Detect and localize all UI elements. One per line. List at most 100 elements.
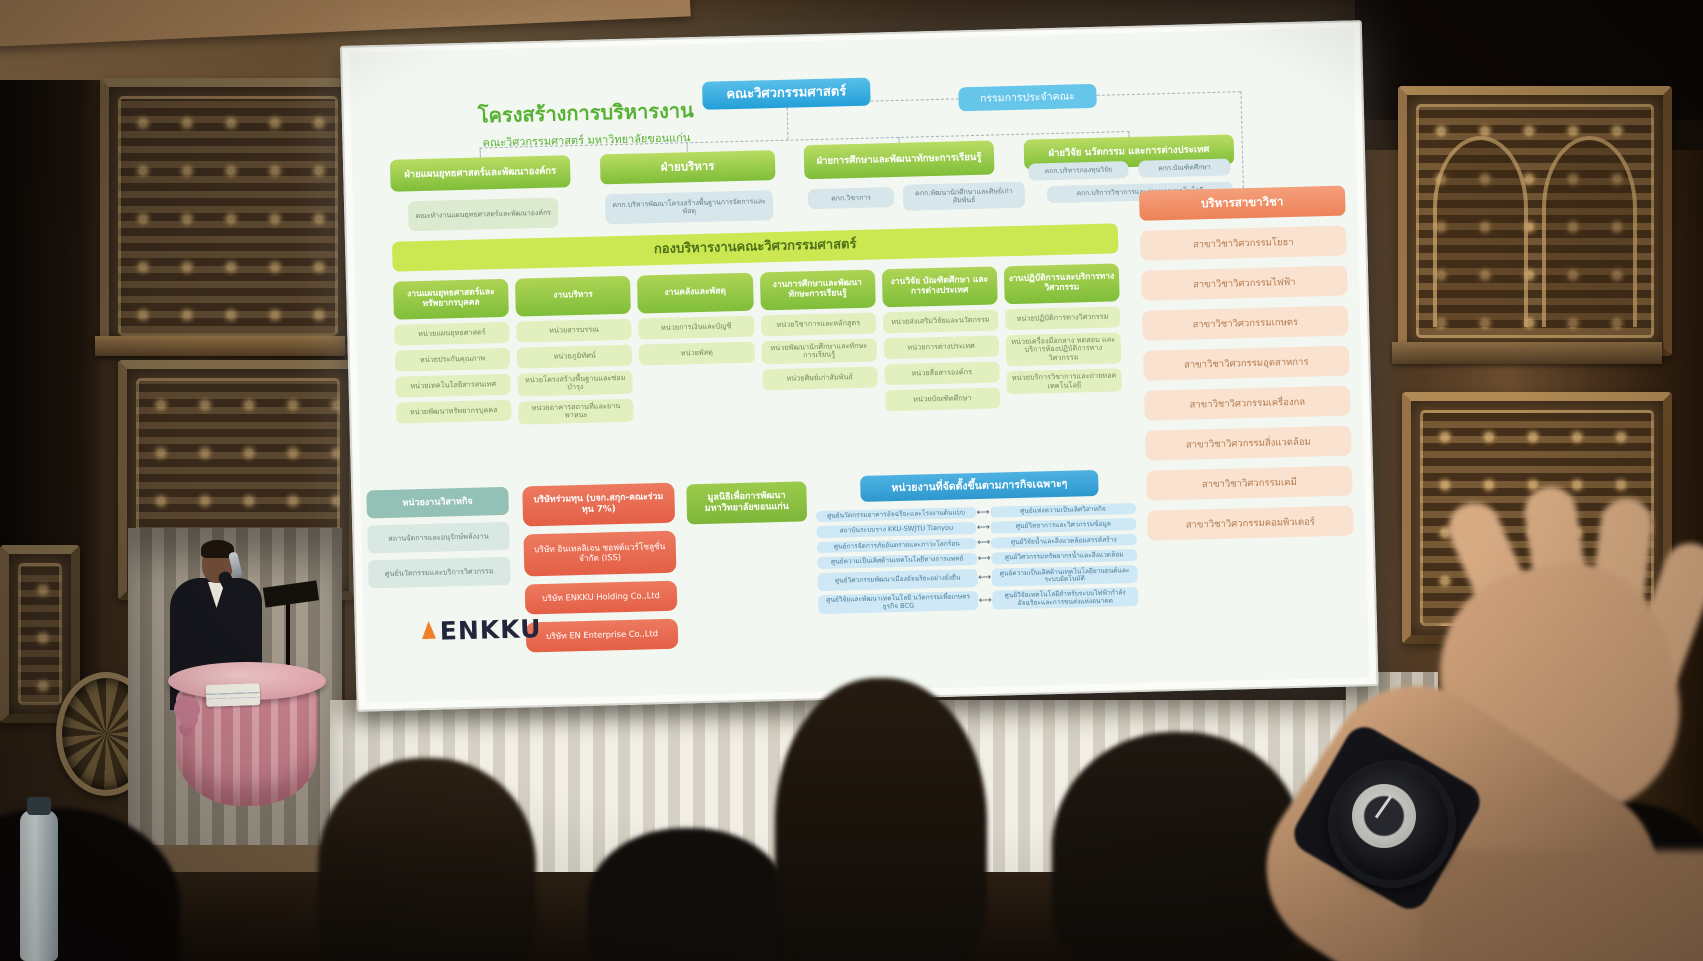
wall-molding: [95, 336, 345, 356]
admin-column-header: งานวิจัย บัณฑิตศึกษา และการต่างประเทศ: [881, 266, 998, 308]
unit-box: หน่วยประกันคุณภาพ: [394, 347, 511, 372]
department-box: สาขาวิชาวิศวกรรมอุตสาหการ: [1142, 345, 1350, 381]
slide-title-line1: โครงสร้างการบริหารงาน: [477, 98, 694, 128]
committee-box: คกก.บริหารพัฒนาโครงสร้างพื้นฐานการจัดการ…: [604, 190, 774, 225]
unit-box: หน่วยศิษย์เก่าสัมพันธ์: [761, 366, 878, 391]
unit-box: หน่วยเครื่องมือกลาง ทดสอบ และบริการห้องป…: [1005, 332, 1122, 367]
unit-box: หน่วยโครงสร้างพื้นฐานและซ่อมบำรุง: [517, 370, 634, 397]
slide-title: โครงสร้างการบริหารงาน คณะวิศวกรรมศาสตร์ …: [445, 93, 726, 152]
division-box: ฝ่ายการศึกษาและพัฒนาทักษะการเรียนรู้: [803, 140, 995, 180]
water-bottle: [20, 810, 58, 961]
audience-head: [1052, 732, 1304, 961]
unit-box: หน่วยอาคารสถานที่และยานพาหนะ: [518, 398, 634, 425]
unit-box: หน่วยแผนยุทธศาสตร์: [394, 321, 510, 346]
foundation-box: มูลนิธิเพื่อการพัฒนา มหาวิทยาลัยขอนแก่น: [686, 481, 808, 525]
special-unit-box: ศูนย์วิจัยเทคโนโลยีสำหรับระบบไฟฟ้ากำลังอ…: [991, 587, 1139, 610]
enterprise-unit: สถานจัดการและอนุรักษ์พลังงาน: [367, 521, 510, 554]
company-box: บริษัท อินเทลลิเจน ซอฟต์แวร์โซลูชั่น จำก…: [523, 530, 677, 577]
special-unit-box: ศูนย์นวัตกรรมอาคารอัจฉริยะและโรงงานต้นแบ…: [815, 507, 977, 523]
admin-column-header: งานแผนยุทธศาสตร์และทรัพยากรบุคคล: [392, 278, 510, 320]
enkku-logo-mark-icon: [422, 621, 436, 639]
committee-box: คณะทำงานแผนยุทธศาสตร์และพัฒนาองค์กร: [407, 197, 559, 232]
double-arrow-icon: ⟷: [977, 553, 991, 564]
faculty-box: คณะวิศวกรรมศาสตร์: [702, 77, 871, 110]
audience-head: [318, 758, 536, 961]
unit-box: หน่วยภูมิทัศน์: [516, 344, 633, 369]
double-arrow-icon: ⟷: [976, 507, 990, 518]
special-units-header: หน่วยงานที่จัดตั้งขึ้นตามภารกิจเฉพาะๆ: [860, 469, 1099, 502]
unit-box: หน่วยพัสดุ: [638, 341, 755, 366]
projection-screen: โครงสร้างการบริหารงาน คณะวิศวกรรมศาสตร์ …: [340, 20, 1379, 712]
special-unit-box: ศูนย์วิทยาการและวิศวกรรมข้อมูล: [990, 518, 1137, 534]
audience-head: [588, 828, 788, 961]
special-unit-box: สถาบันระบบราง KKU-SWJTU Tianyou: [816, 522, 977, 538]
department-box: สาขาวิชาวิศวกรรมเครื่องกล: [1143, 385, 1351, 421]
admin-column: งานปฏิบัติการและบริการทางวิศวกรรม หน่วยป…: [1003, 263, 1123, 411]
unit-box: หน่วยบัณฑิตศึกษา: [884, 387, 1001, 412]
double-arrow-icon: ⟷: [978, 595, 992, 606]
committee-box: คกก.บริหารกองทุนวิจัย: [1028, 161, 1129, 181]
committee-box: คกก.บัณฑิตศึกษา: [1138, 158, 1231, 178]
unit-box: หน่วยพัฒนาทรัพยากรบุคคล: [396, 399, 512, 424]
unit-box: หน่วยการต่างประเทศ: [883, 335, 999, 360]
admin-column: งานคลังและพัสดุ หน่วยการเงินและบัญชี หน่…: [637, 272, 756, 421]
unit-box: หน่วยสื่อสารองค์กร: [883, 361, 1000, 386]
company-box: บริษัท ENKKU Holding Co.,Ltd: [524, 580, 678, 615]
enterprise-header: หน่วยงานวิสาหกิจ: [366, 486, 509, 519]
unit-box: หน่วยวิชาการและหลักสูตร: [760, 312, 877, 337]
admin-column-header: งานการศึกษาและพัฒนาทักษะการเรียนรู้: [759, 269, 876, 311]
enterprise-group: หน่วยงานวิสาหกิจ สถานจัดการและอนุรักษ์พล…: [366, 486, 511, 589]
faculty-committee-box: กรรมการประจำคณะ: [958, 83, 1097, 112]
departments-header: บริหารสาขาวิชา: [1138, 185, 1346, 221]
enterprise-unit: ศูนย์นวัตกรรมและบริการวิศวกรรม: [368, 556, 511, 589]
special-unit-box: ศูนย์ความเป็นเลิศด้านเทคโนโลยีทางการแพทย…: [817, 553, 978, 569]
admin-column-header: งานคลังและพัสดุ: [637, 272, 754, 314]
unit-box: หน่วยบริการวิชาการและถ่ายทอดเทคโนโลยี: [1006, 368, 1123, 395]
unit-box: หน่วยการเงินและบัญชี: [638, 315, 755, 340]
unit-box: หน่วยสารบรรณ: [516, 318, 632, 343]
raised-arm-corner: [1420, 850, 1703, 961]
table-sign-card: [205, 683, 261, 707]
unit-box: หน่วยปฏิบัติการทางวิศวกรรม: [1004, 306, 1121, 331]
special-unit-box: ศูนย์วิจัยและพัฒนาเทคโนโลยี นวัตกรรมเพื่…: [818, 591, 979, 615]
company-box: บริษัท EN Enterprise Co.,Ltd: [525, 618, 679, 653]
department-box: สาขาวิชาวิศวกรรมสิ่งแวดล้อม: [1144, 425, 1352, 461]
admin-column-header: งานบริหาร: [515, 275, 632, 317]
table-bow: [174, 696, 200, 722]
carved-wall-panel: [1398, 86, 1672, 356]
special-unit-box: ศูนย์วิจัยน้ำและสิ่งแวดล้อมสรรค์สร้าง: [990, 533, 1137, 549]
enkku-logo-text: ENKKU: [439, 614, 542, 646]
enkku-logo: ENKKU: [439, 614, 542, 646]
admin-division-bar: กองบริหารงานคณะวิศวกรรมศาสตร์: [391, 223, 1119, 272]
connector-line: [1240, 91, 1244, 189]
admin-column: งานบริหาร หน่วยสารบรรณ หน่วยภูมิทัศน์ หน…: [515, 275, 634, 425]
committee-box: คกก.พัฒนานักศึกษาและศิษย์เก่าสัมพันธ์: [902, 181, 1026, 211]
special-unit-box: ศูนย์ความเป็นเลิศด้านเทคโนโลยียานยนต์และ…: [991, 564, 1138, 587]
double-arrow-icon: ⟷: [977, 538, 991, 549]
admin-column: งานการศึกษาและพัฒนาทักษะการเรียนรู้ หน่ว…: [759, 269, 878, 418]
admin-column-header: งานปฏิบัติการและบริการทางวิศวกรรม: [1003, 263, 1120, 305]
departments-column: บริหารสาขาวิชา สาขาวิชาวิศวกรรมโยธา สาขา…: [1138, 185, 1354, 541]
admin-column: งานวิจัย บัณฑิตศึกษา และการต่างประเทศ หน…: [881, 266, 1001, 414]
special-unit-box: ศูนย์วิศวกรรมทรัพยากรน้ำและสิ่งแวดล้อม: [991, 549, 1138, 565]
division-box: ฝ่ายบริหาร: [599, 150, 776, 185]
double-arrow-icon: ⟷: [978, 572, 992, 583]
carved-wall-panel: [100, 78, 356, 354]
admin-column: งานแผนยุทธศาสตร์และทรัพยากรบุคคล หน่วยแผ…: [392, 278, 512, 427]
special-units-grid: ศูนย์นวัตกรรมอาคารอัจฉริยะและโรงงานต้นแบ…: [815, 503, 1139, 615]
unit-box: หน่วยพัฒนานักศึกษาและทักษะการเรียนรู้: [761, 338, 877, 365]
unit-box: หน่วยส่งเสริมวิจัยและนวัตกรรม: [882, 309, 999, 334]
special-unit-box: ศูนย์แห่งความเป็นเลิศวิสาหกิจ: [989, 503, 1137, 519]
arch-carving: [1542, 136, 1638, 327]
special-unit-box: ศูนย์วิศวกรรมพัฒนาเมืองอัจฉริยะอย่างยั่ง…: [817, 568, 978, 592]
department-box: สาขาวิชาวิศวกรรมเคมี: [1146, 465, 1353, 501]
org-chart-slide: โครงสร้างการบริหารงาน คณะวิศวกรรมศาสตร์ …: [349, 27, 1370, 703]
division-box: ฝ่ายแผนยุทธศาสตร์และพัฒนาองค์กร: [389, 155, 571, 192]
admin-columns: งานแผนยุทธศาสตร์และทรัพยากรบุคคล หน่วยแผ…: [392, 263, 1123, 427]
company-box: บริษัทร่วมทุน (บจก.สกุก-คณะร่วมทุน 7%): [522, 482, 676, 527]
unit-box: หน่วยเทคโนโลยีสารสนเทศ: [395, 373, 512, 398]
connector-line: [786, 107, 789, 140]
department-box: สาขาวิชาวิศวกรรมโยธา: [1139, 225, 1347, 261]
presenter-hair: [201, 540, 234, 558]
